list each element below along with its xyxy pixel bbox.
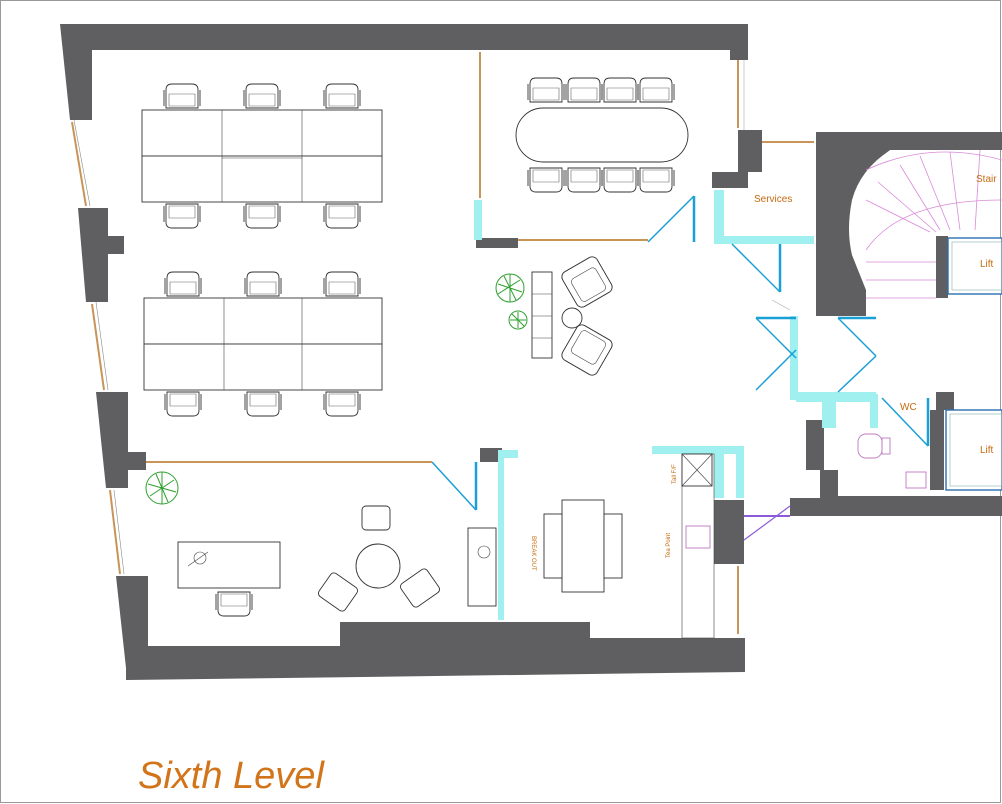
doors	[431, 195, 930, 541]
tea-point-label: Tea Point	[666, 533, 672, 558]
glazed-partitions	[474, 190, 878, 620]
chair	[601, 77, 639, 103]
chair	[637, 77, 675, 103]
chair	[565, 77, 603, 103]
plants	[145, 273, 528, 505]
chair	[163, 83, 201, 109]
chair	[164, 271, 202, 297]
chair	[215, 591, 253, 617]
chair	[323, 203, 361, 229]
chair	[243, 203, 281, 229]
exterior-walls	[60, 24, 1002, 680]
chair	[323, 83, 361, 109]
desk-cluster-lower	[143, 297, 383, 391]
chair	[601, 167, 639, 193]
chair	[323, 271, 361, 297]
break-out-label: BREAK OUT	[530, 536, 536, 571]
desk-cluster-upper	[141, 109, 383, 203]
wc-fixtures	[857, 433, 927, 489]
services-label: Services	[754, 194, 792, 205]
chair	[163, 203, 201, 229]
chair	[244, 391, 282, 417]
windows	[71, 52, 814, 634]
chair	[323, 391, 361, 417]
chair	[243, 83, 281, 109]
break-out-area	[543, 453, 715, 639]
chair	[637, 167, 675, 193]
chair	[527, 167, 565, 193]
stair	[865, 149, 1002, 299]
lift-upper-label: Lift	[980, 259, 994, 270]
chair	[527, 77, 565, 103]
lift-upper	[947, 237, 1002, 295]
chairs	[163, 77, 675, 617]
tall-ff-label: Tall F/F	[672, 464, 678, 484]
stair-label: Stair	[976, 174, 997, 185]
chair	[565, 167, 603, 193]
office-lower-left	[177, 505, 497, 612]
chair	[244, 271, 282, 297]
chair	[164, 391, 202, 417]
wc-label: WC	[900, 402, 917, 413]
lift-lower	[945, 409, 1002, 491]
meeting-room	[515, 107, 689, 163]
lounge	[531, 256, 613, 376]
lift-lower-label: Lift	[980, 445, 994, 456]
page-title: Sixth Level	[138, 755, 325, 797]
